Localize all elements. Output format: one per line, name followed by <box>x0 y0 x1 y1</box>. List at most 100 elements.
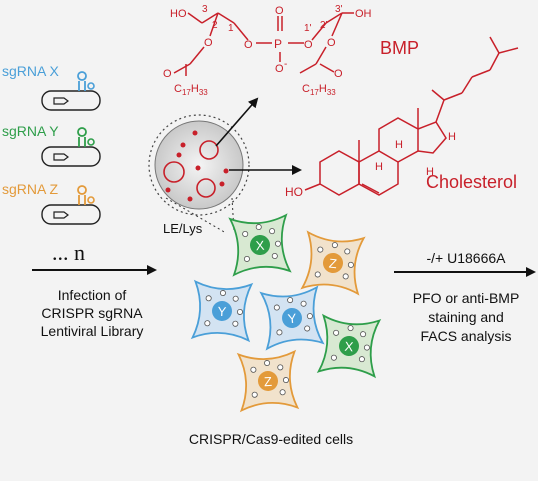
bmp-chain-left: C17H33 <box>174 83 208 97</box>
vesicle <box>264 360 271 367</box>
bmp-o-ester-r: O <box>327 37 336 49</box>
assay-line-3: FACS analysis <box>420 328 511 344</box>
vesicle <box>277 364 284 371</box>
cell-nucleus <box>282 308 302 328</box>
vesicle <box>360 331 367 338</box>
vesicle <box>250 366 257 373</box>
vesicle <box>205 295 212 302</box>
plasmid-y-icon <box>41 127 101 167</box>
sgrna-y-label: sgRNA Y <box>2 123 59 139</box>
ellipsis-n: ... n <box>52 240 85 265</box>
cell-nucleus <box>323 253 343 273</box>
bmp-o1: O <box>244 39 253 51</box>
assay-line-2: staining and <box>428 309 504 325</box>
plasmid-z-icon <box>41 185 101 225</box>
cell-letter: Y <box>217 304 227 319</box>
chol-h3: H <box>426 166 434 178</box>
vesicle <box>333 329 340 336</box>
bmp-o-carbonyl-l: O <box>163 68 172 80</box>
bmp-n2: 2 <box>212 20 218 31</box>
treatment-label: -/+ U18666A <box>427 250 507 266</box>
cholesterol-labels: HO H H H H Cholesterol <box>285 131 517 199</box>
vesicle <box>358 356 365 363</box>
cells-caption: CRISPR/Cas9-edited cells <box>189 431 353 447</box>
bmp-p: P <box>274 37 282 51</box>
cell-letter: X <box>344 339 354 355</box>
bmp-oh-right: OH <box>355 8 372 20</box>
bmp-o-ester-l: O <box>204 37 213 49</box>
vesicle <box>273 304 280 311</box>
bmp-o-minus: O <box>275 63 284 75</box>
edited-cell-z: Z <box>300 230 366 296</box>
lysosome-zoom <box>148 97 302 234</box>
vesicle <box>347 261 354 268</box>
vesicle <box>363 344 370 351</box>
bmp-n2p: 2' <box>320 20 328 31</box>
bmp-o-top: O <box>275 5 284 17</box>
vesicle <box>204 320 211 327</box>
bmp-ho-left: HO <box>170 8 187 20</box>
vesicle <box>271 252 278 259</box>
vesicle <box>304 325 311 332</box>
cell-nucleus <box>212 301 232 321</box>
chol-ho: HO <box>285 185 303 199</box>
bmp-o2: O <box>304 39 313 51</box>
edited-cell-x: X <box>228 213 292 277</box>
edited-cell-y: Y <box>259 285 325 351</box>
bmp-title: BMP <box>380 38 419 58</box>
cholesterol-title: Cholesterol <box>426 172 517 192</box>
sgrna-z-label: sgRNA Z <box>2 181 58 197</box>
bmp-structure <box>173 12 354 76</box>
bmp-n3: 3 <box>202 4 208 15</box>
vesicle <box>287 297 294 304</box>
vesicle <box>279 389 286 396</box>
cell-nucleus <box>258 371 278 391</box>
vesicle <box>282 377 289 384</box>
chol-h4: H <box>448 131 456 143</box>
bmp-n1: 1 <box>228 23 234 34</box>
vesicle <box>342 273 349 280</box>
vesicle <box>276 329 283 336</box>
vesicle <box>347 325 354 332</box>
vesicle <box>255 224 262 231</box>
edited-cell-z: Z <box>236 349 300 413</box>
vesicle <box>243 255 250 262</box>
vesicle <box>274 240 281 247</box>
vesicle <box>344 248 351 255</box>
cell-nucleus <box>339 336 359 356</box>
bmp-labels: HO 3 2 1 O P O O - O 1' 2' 3' OH O O O O… <box>163 4 419 97</box>
cell-letter: Z <box>328 256 338 272</box>
infection-line-3: Lentiviral Library <box>41 323 144 339</box>
vesicle <box>232 295 239 302</box>
sgrna-x-label: sgRNA X <box>2 63 59 79</box>
sgrna-x-group: sgRNA X <box>2 63 101 111</box>
vesicle <box>236 308 243 315</box>
vesicle <box>331 242 338 249</box>
vesicle <box>219 290 226 297</box>
vesicle <box>317 246 324 253</box>
vesicle <box>251 391 258 398</box>
cell-letter: Z <box>264 374 273 389</box>
cell-letter: X <box>255 238 265 254</box>
vesicle <box>330 354 337 361</box>
bmp-n3p: 3' <box>335 4 343 15</box>
vesicle <box>232 320 239 327</box>
le-lys-label: LE/Lys <box>163 221 203 236</box>
vesicle <box>300 300 307 307</box>
plasmid-x-icon <box>41 71 101 111</box>
bmp-n1p: 1' <box>304 23 312 34</box>
sgrna-y-group: sgRNA Y <box>2 123 101 167</box>
assay-line-1: PFO or anti-BMP <box>413 290 520 306</box>
infection-line-1: Infection of <box>58 287 127 303</box>
vesicle <box>306 313 313 320</box>
sgrna-z-group: sgRNA Z <box>2 181 101 225</box>
vesicle <box>269 228 276 235</box>
cholesterol-structure <box>304 36 519 196</box>
chol-h2: H <box>395 139 403 151</box>
edited-cell-x: X <box>316 313 382 379</box>
vesicle <box>242 231 249 238</box>
cell-nucleus <box>250 235 270 255</box>
